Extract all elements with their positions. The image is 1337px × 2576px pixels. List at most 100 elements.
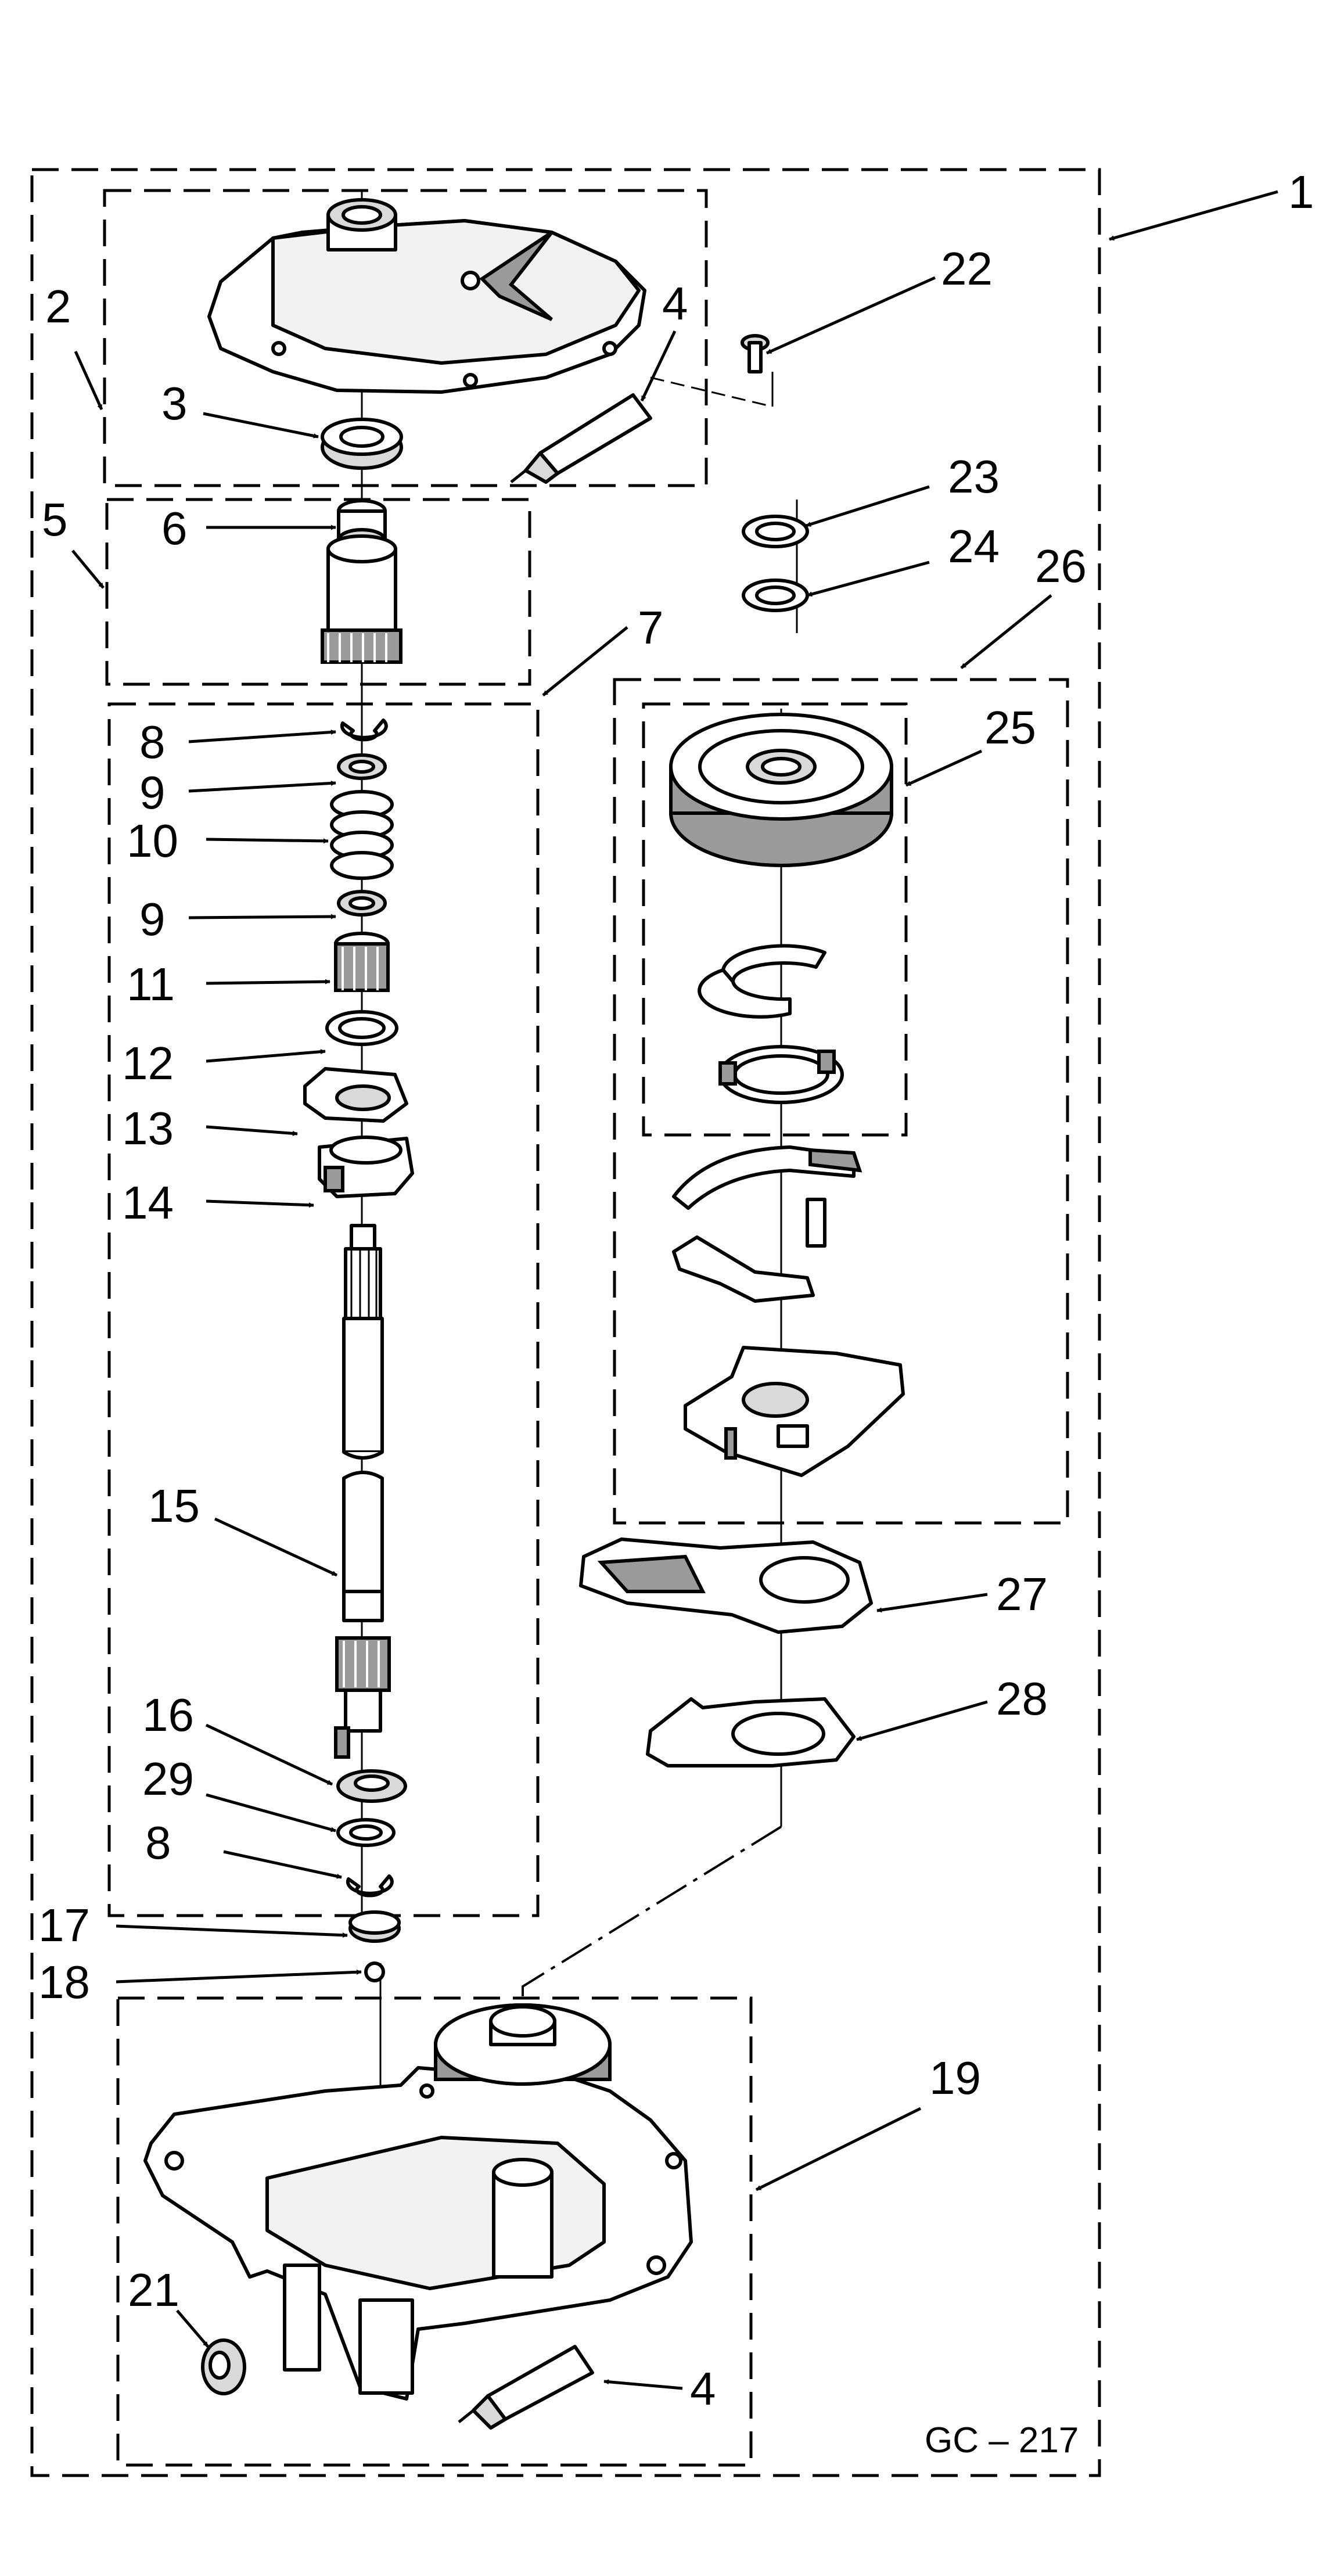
callout-29: 29 <box>142 1753 194 1805</box>
gear-ring-lower <box>718 1045 844 1104</box>
leader-17 <box>116 1924 348 1938</box>
leader-14 <box>206 1199 314 1208</box>
callout-11: 11 <box>127 958 175 1010</box>
leader-4b <box>603 2379 683 2390</box>
callout-12: 12 <box>122 1037 174 1089</box>
leader-2 <box>74 350 103 411</box>
assembly-box-5 <box>105 498 531 686</box>
leader-12 <box>206 1049 326 1063</box>
leader-13 <box>206 1125 298 1136</box>
part-15-shaft-upper <box>342 1224 384 1460</box>
brake-lever <box>672 1198 826 1303</box>
leader-25 <box>905 749 983 787</box>
callout-24: 24 <box>948 520 1000 572</box>
leader-4a <box>640 330 677 402</box>
callout-10: 10 <box>127 815 178 867</box>
part-12-ring <box>325 1010 398 1046</box>
leader-16 <box>205 1723 333 1786</box>
part-27-drive-arm <box>579 1537 873 1634</box>
part-10-spring <box>330 790 394 880</box>
part-9-washer-lower <box>337 890 387 917</box>
leader-27 <box>876 1593 988 1613</box>
part-8-clip-lower <box>346 1874 394 1898</box>
callout-13: 13 <box>122 1102 174 1154</box>
callout-8-upper: 8 <box>139 716 166 768</box>
leader-24 <box>807 561 930 597</box>
part-4-grease-tube-upper <box>510 393 652 484</box>
part-4-grease-tube-lower <box>458 2345 594 2430</box>
callout-8-lower: 8 <box>145 1817 171 1869</box>
leader-3 <box>203 412 319 439</box>
leader-9a <box>188 780 336 793</box>
leader-11 <box>206 979 330 985</box>
leader-29 <box>206 1793 336 1833</box>
leader-8b <box>223 1850 342 1879</box>
callout-26: 26 <box>1035 540 1087 592</box>
leader-19 <box>755 2107 922 2191</box>
part-14-drive <box>318 1136 414 1198</box>
leader-8a <box>188 730 336 743</box>
callout-21: 21 <box>128 2264 179 2316</box>
leader-1 <box>1109 190 1278 241</box>
leader-22 <box>765 276 936 355</box>
assembly-box-19 <box>116 1996 753 2467</box>
part-9-washer-upper <box>337 753 387 780</box>
part-19-gearcase <box>143 2003 693 2401</box>
part-18-ball <box>364 1961 385 1982</box>
gear-ring-upper <box>698 944 826 1019</box>
part-28-bracket <box>646 1697 856 1767</box>
part-25-main-gear <box>669 713 893 867</box>
callout-2: 2 <box>45 281 71 332</box>
callout-3: 3 <box>161 378 188 429</box>
callout-25: 25 <box>984 702 1036 753</box>
callout-18: 18 <box>38 1956 90 2008</box>
part-23-washer <box>742 515 809 548</box>
callout-16: 16 <box>142 1689 194 1741</box>
assembly-box-7 <box>107 702 540 1917</box>
assembly-box-1 <box>30 168 1101 2477</box>
callout-19: 19 <box>929 2052 981 2104</box>
callout-27: 27 <box>996 1568 1048 1620</box>
part-22-screw <box>741 334 770 373</box>
leader-18 <box>116 1969 362 1984</box>
connecting-axis <box>522 1826 782 2033</box>
callout-1: 1 <box>1288 166 1314 218</box>
callout-23: 23 <box>948 451 1000 502</box>
drawing-code: GC – 217 <box>925 2420 1079 2460</box>
assembly-box-25 <box>642 702 908 1137</box>
leader-21 <box>176 2309 209 2348</box>
callout-4-upper: 4 <box>662 278 688 329</box>
part-8-clip-upper <box>340 718 388 742</box>
callout-5: 5 <box>42 494 68 545</box>
part-21-seal <box>201 2338 246 2395</box>
callout-17: 17 <box>38 1899 90 1951</box>
gearcase-cover <box>207 198 646 394</box>
leader-10 <box>206 838 329 844</box>
leader-7 <box>542 626 628 696</box>
leader-26 <box>960 594 1052 669</box>
assembly-box-26 <box>613 678 1069 1525</box>
part-24-washer <box>742 579 809 612</box>
part-11-gear <box>334 932 390 992</box>
part-13-cam <box>303 1067 408 1123</box>
callout-9-upper: 9 <box>139 767 166 818</box>
callout-6: 6 <box>161 502 188 554</box>
leader-5 <box>71 549 105 589</box>
part-17-plug <box>348 1910 401 1943</box>
callout-4-lower: 4 <box>690 2363 716 2415</box>
brake-plate <box>684 1346 905 1477</box>
callout-7: 7 <box>638 602 664 653</box>
leader-9b <box>188 914 336 919</box>
part-15-shaft-lower <box>335 1471 391 1733</box>
callout-15: 15 <box>148 1480 200 1532</box>
assembly-box-2 <box>103 189 708 487</box>
leader-23 <box>806 485 930 527</box>
cover-axis-dash <box>650 376 773 408</box>
leader-28 <box>856 1700 988 1741</box>
part-16-washer <box>334 1726 407 1803</box>
callout-28: 28 <box>996 1673 1048 1724</box>
brake-shoe <box>672 1145 862 1210</box>
part-29-washer <box>336 1818 396 1847</box>
callout-14: 14 <box>122 1177 174 1228</box>
